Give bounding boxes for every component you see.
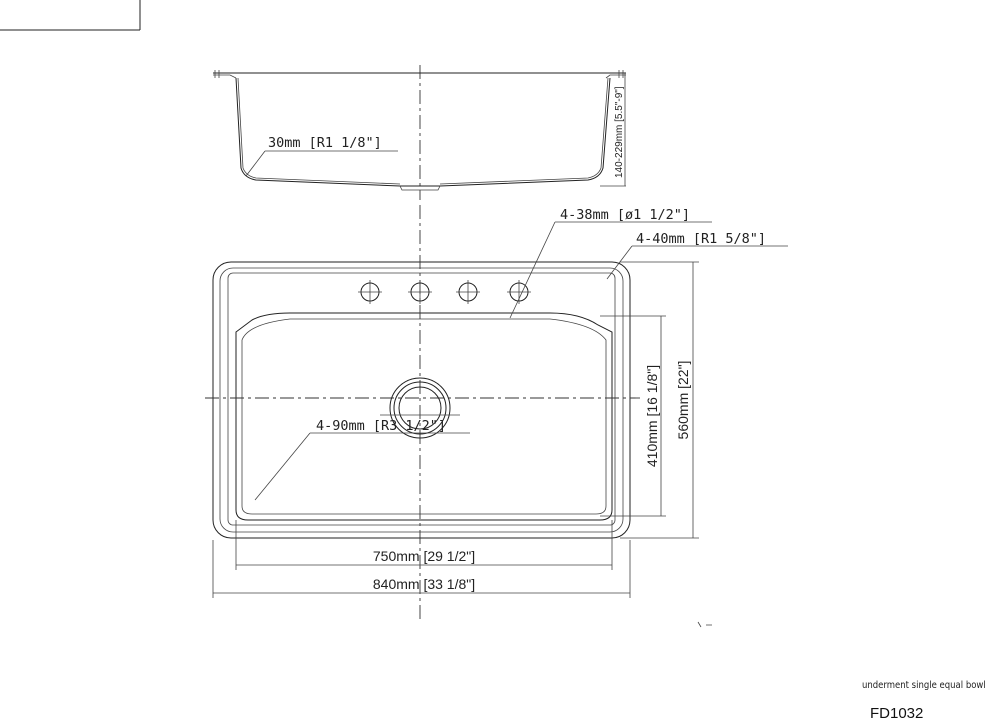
bowl-radius-label: 4-90mm [R3 1/2"]: [316, 418, 446, 434]
bowl-length-label: 410mm [16 1/8"]: [644, 365, 660, 467]
faucet-holes: [358, 280, 531, 304]
bowl-profile: [235, 77, 611, 187]
drain: [380, 377, 460, 439]
bowl-outline: [235, 312, 613, 521]
overall-width-label: 840mm [33 1/8"]: [373, 576, 475, 592]
drain-icon: [389, 377, 451, 439]
frame-corner: [0, 0, 141, 31]
corner-radius-label: 4-40mm [R1 5/8"]: [636, 231, 766, 247]
side-view: 30mm [R1 1/8"] 140-229mm [5.5"-9"]: [213, 65, 626, 200]
side-radius-label: 30mm [R1 1/8"]: [268, 135, 382, 151]
faucet-holes-label: 4-38mm [ø1 1/2"]: [560, 207, 690, 223]
model-number: FD1032: [870, 705, 924, 722]
overall-length-label: 560mm [22"]: [675, 361, 691, 440]
drawing-description: underment single equal bowl: [862, 680, 986, 691]
sink-outline: [212, 261, 631, 539]
depth-label: 140-229mm [5.5"-9"]: [614, 86, 625, 178]
bowl-width-label: 750mm [29 1/2"]: [373, 548, 475, 564]
plan-view: 4-38mm [ø1 1/2"] 4-40mm [R1 5/8"] 4-90mm…: [205, 205, 788, 628]
